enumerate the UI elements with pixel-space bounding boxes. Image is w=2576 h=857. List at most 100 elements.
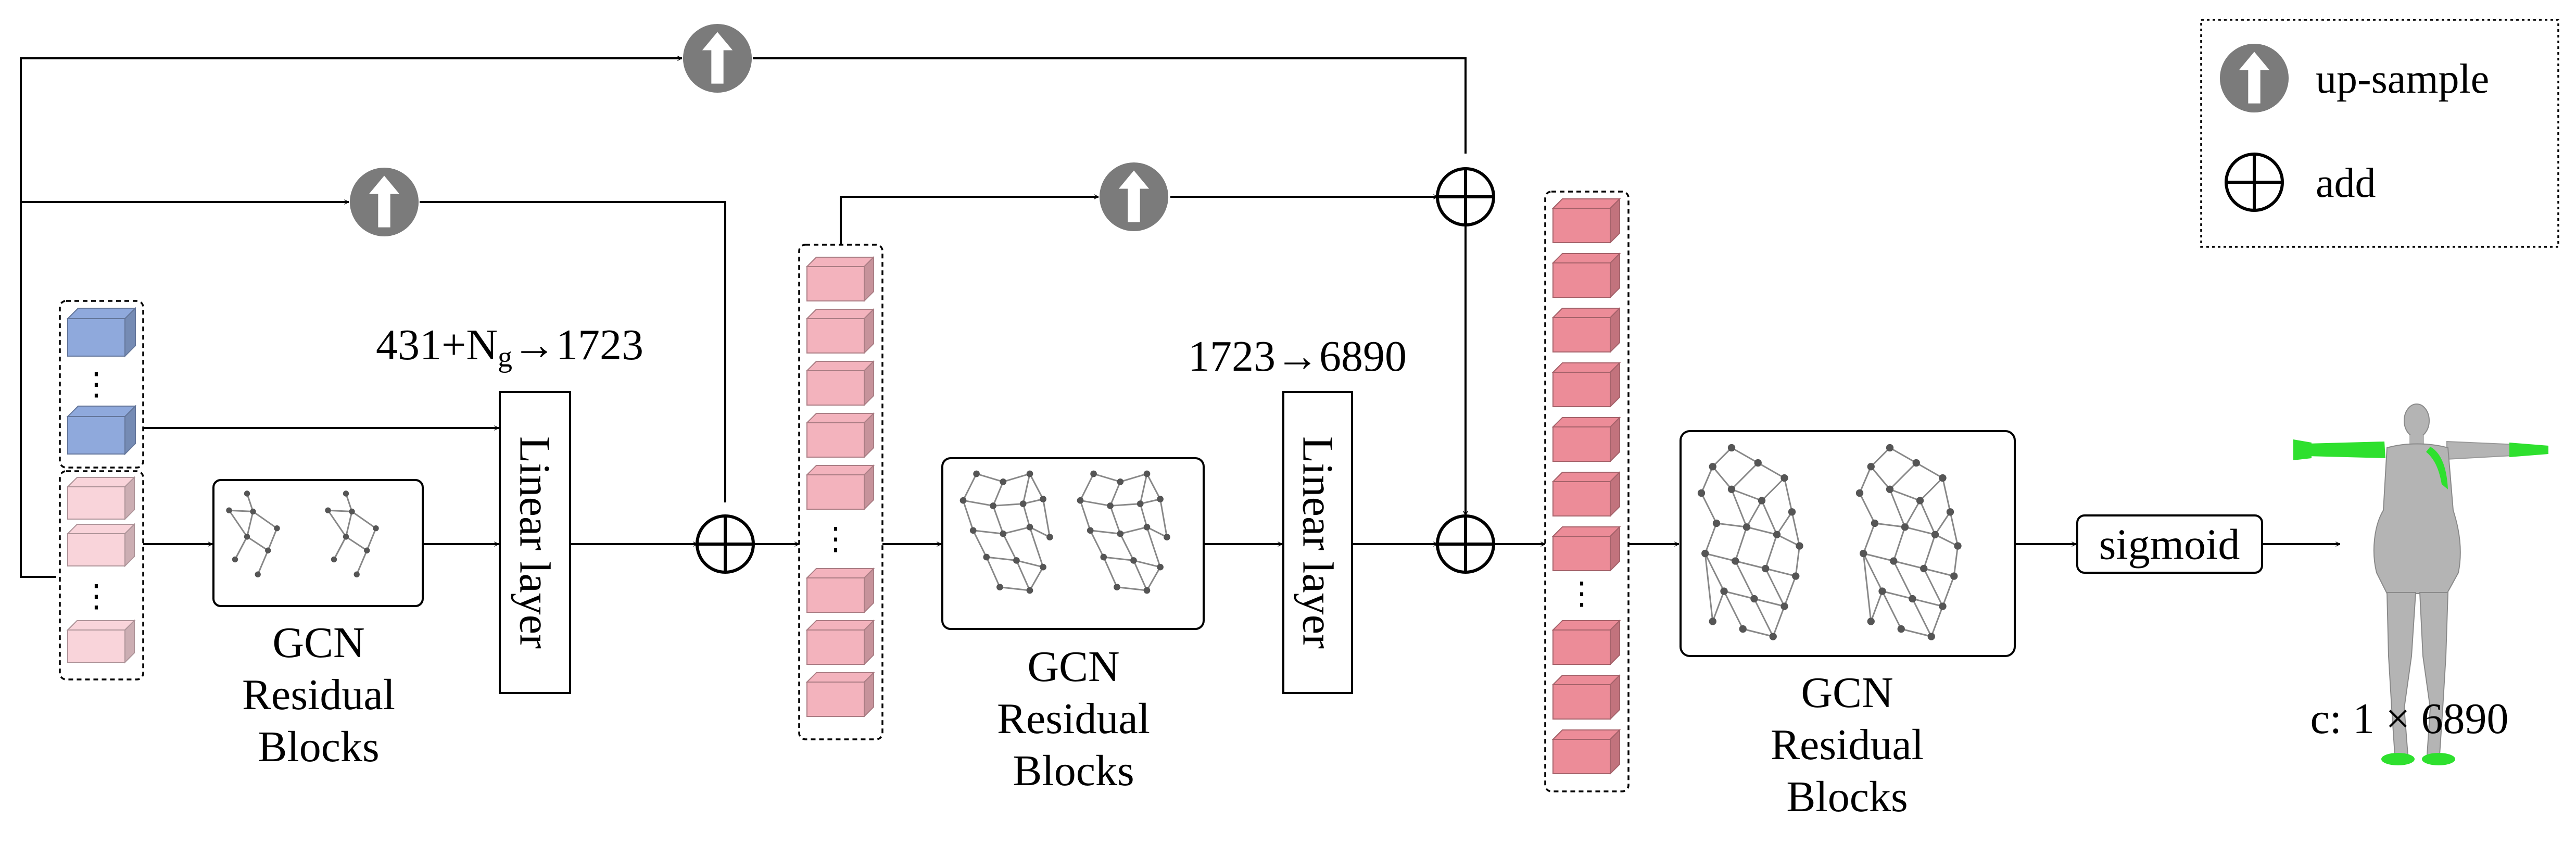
graph-edge <box>992 505 1004 534</box>
graph-edge <box>1735 560 1766 570</box>
graph-edge <box>345 511 353 537</box>
skip-line-mid-out <box>420 201 726 502</box>
graph-edge <box>1746 500 1763 527</box>
feature-cube <box>805 308 875 355</box>
gcn-subtitle-2: Blocks <box>1786 773 1908 821</box>
graph-edge <box>1003 526 1030 535</box>
graph-node <box>1026 524 1033 531</box>
graph-edge <box>1904 526 1936 536</box>
graph-edge <box>1758 462 1785 479</box>
feature-cube <box>1551 619 1621 666</box>
graph-edge <box>1022 473 1031 504</box>
graph-node <box>1781 602 1788 610</box>
graph-node <box>265 547 271 553</box>
add-icon <box>697 516 753 572</box>
graph-edge <box>986 556 1017 561</box>
graph-edge <box>1882 590 1913 600</box>
dims-tail: →1723 <box>512 321 643 369</box>
graph-node <box>331 556 337 563</box>
graph-node <box>274 525 280 532</box>
graph-edge <box>1029 473 1044 500</box>
graph-node <box>1143 524 1151 531</box>
graph-edge <box>1942 575 1955 607</box>
graph-edge <box>1874 522 1905 528</box>
graph-edge <box>1731 488 1762 501</box>
graph-edge <box>1089 530 1105 558</box>
dims-subscript: g <box>498 341 512 373</box>
graph-edge <box>1029 566 1044 591</box>
graph-node <box>1117 530 1124 537</box>
graph-node <box>1931 531 1939 538</box>
graph-node <box>1939 474 1947 482</box>
graph-node <box>1077 497 1084 504</box>
graph-edge <box>1704 552 1736 562</box>
graph-node <box>1143 587 1151 594</box>
graph-edge <box>1765 568 1796 577</box>
graph-node <box>969 527 977 534</box>
graph-node <box>1732 557 1739 565</box>
linear-layer-label: Linear layer <box>511 436 559 649</box>
graph-edge <box>1133 560 1148 591</box>
graph-edge <box>1016 560 1031 591</box>
feature-cube <box>1551 361 1621 408</box>
graph-node <box>1026 587 1033 594</box>
linear-layer-1: Linear layer <box>499 391 571 694</box>
graph-edge <box>327 509 352 512</box>
add-icon <box>1437 516 1494 572</box>
graph-edge <box>1079 500 1091 531</box>
gcn-subtitle-1: Residual <box>997 695 1150 743</box>
graph-edge <box>1893 560 1924 570</box>
graph-node <box>1939 602 1947 610</box>
graph-edge <box>1712 590 1725 622</box>
graph-edge <box>1870 447 1891 468</box>
graph-edge <box>327 510 347 537</box>
graph-node <box>1886 485 1894 493</box>
feature-stack-light-pink: ⋮ <box>59 470 144 680</box>
graph-node <box>983 553 990 561</box>
feature-cube <box>1551 416 1621 463</box>
graph-edge <box>1110 503 1141 507</box>
graph-edge <box>1889 489 1906 527</box>
feature-cube <box>805 567 875 614</box>
graph-node <box>1040 563 1046 571</box>
feature-cube <box>805 671 875 718</box>
upsample-icon <box>1099 162 1169 232</box>
ellipsis: ⋮ <box>1566 576 1597 611</box>
legend: up-sample add <box>2200 19 2559 248</box>
graph-node <box>1886 444 1894 452</box>
graph-node <box>1916 497 1924 505</box>
graph-edge <box>1923 534 1936 569</box>
graph-edge <box>1919 477 1943 501</box>
graph-edge <box>351 511 376 529</box>
graph-node <box>996 584 1003 590</box>
graph-edge <box>1119 533 1134 561</box>
stack-frame <box>798 244 883 740</box>
graph-edge <box>1934 511 1951 535</box>
graph-node <box>1709 617 1716 625</box>
graph-edge <box>1000 586 1030 591</box>
graph-edge <box>1889 488 1921 501</box>
feature-cube <box>805 412 875 459</box>
graph-edge <box>963 499 993 507</box>
graph-edge <box>1080 499 1110 507</box>
graph-node <box>1909 595 1916 603</box>
graph-edge <box>1029 526 1044 568</box>
graph-edge <box>986 557 1001 588</box>
graph-edge <box>1731 462 1759 490</box>
graph-edge <box>1016 559 1043 568</box>
graph-edge <box>1919 500 1936 535</box>
stack2-skip <box>840 197 1098 245</box>
gcn-title: GCN <box>1027 642 1119 691</box>
gcn-label-1: GCN Residual Blocks <box>242 619 395 771</box>
output-label: c: 1 × 6890 <box>2310 695 2509 743</box>
circled-plus-icon <box>2226 154 2282 210</box>
graph-edge <box>246 511 254 537</box>
graph-node <box>1788 508 1796 516</box>
graph-edge <box>1146 526 1161 568</box>
graph-node <box>1137 500 1144 507</box>
graph-edge <box>993 503 1024 507</box>
sigmoid-label: sigmoid <box>2099 521 2240 569</box>
ellipsis: ⋮ <box>81 367 112 401</box>
graph-edge <box>1117 586 1147 591</box>
